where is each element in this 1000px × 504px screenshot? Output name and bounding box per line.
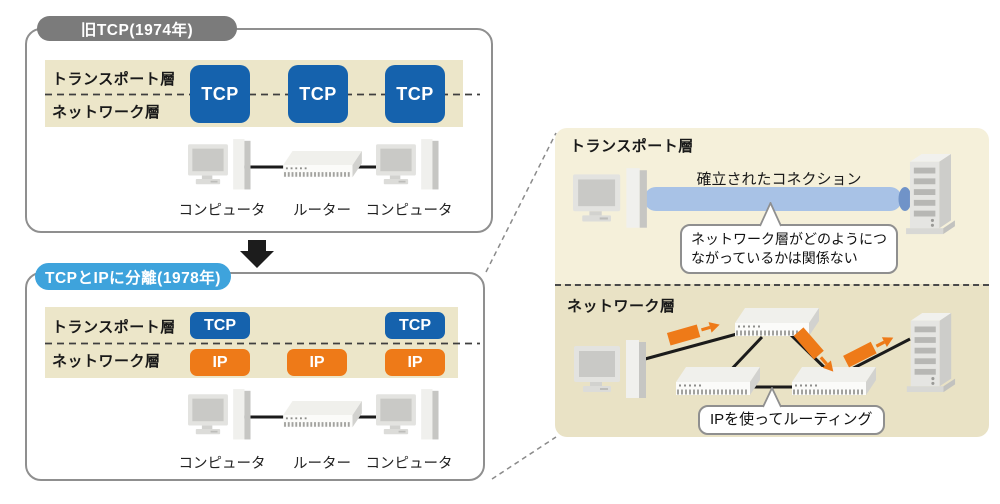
bubble-pointer <box>762 387 782 408</box>
old-tcp-transport-label: トランスポート層 <box>52 71 176 88</box>
panel-network-label: ネットワーク層 <box>567 298 676 315</box>
old-tcp-title-pill: 旧TCP(1974年) <box>37 16 237 41</box>
device-label: コンピュータ <box>178 203 266 219</box>
bubble-pointer <box>759 202 782 227</box>
ip-chip: IP <box>287 349 347 376</box>
tcp-chip: TCP <box>288 65 348 123</box>
transport-note-bubble: ネットワーク層がどのようにつ ながっているかは関係ない <box>680 224 898 274</box>
tcp-chip: TCP <box>385 65 445 123</box>
old-tcp-title: 旧TCP(1974年) <box>80 21 194 39</box>
device-label: コンピュータ <box>365 203 453 219</box>
device-label: ルーター <box>293 456 351 472</box>
tcp-ip-title: TCPとIPに分離(1978年) <box>45 269 221 287</box>
connection-label: 確立されたコネクション <box>696 171 862 188</box>
tcp-chip: TCP <box>385 312 445 339</box>
ip-chip: IP <box>385 349 445 376</box>
transport-note-line1: ネットワーク層がどのようにつ <box>691 231 887 247</box>
tcp-ip-network-label: ネットワーク層 <box>52 353 161 370</box>
tcp-chip: TCP <box>190 312 250 339</box>
tcp-chip: TCP <box>190 65 250 123</box>
device-label: ルーター <box>293 203 351 219</box>
old-tcp-network-label: ネットワーク層 <box>52 104 161 121</box>
network-note-bubble: IPを使ってルーティング <box>698 405 885 436</box>
zoom-connector-bottom-line <box>491 436 557 480</box>
zoom-connector-top-line <box>485 132 557 273</box>
device-label: コンピュータ <box>178 456 266 472</box>
panel-transport-label: トランスポート層 <box>570 138 694 155</box>
tcp-ip-title-pill: TCPとIPに分離(1978年) <box>35 263 231 290</box>
device-label: コンピュータ <box>365 456 453 472</box>
tcp-ip-transport-label: トランスポート層 <box>52 319 176 336</box>
ip-chip: IP <box>190 349 250 376</box>
transition-down-arrow <box>240 240 274 268</box>
transport-note-line2: ながっているかは関係ない <box>691 249 858 266</box>
network-note: IPを使ってルーティング <box>710 411 873 428</box>
